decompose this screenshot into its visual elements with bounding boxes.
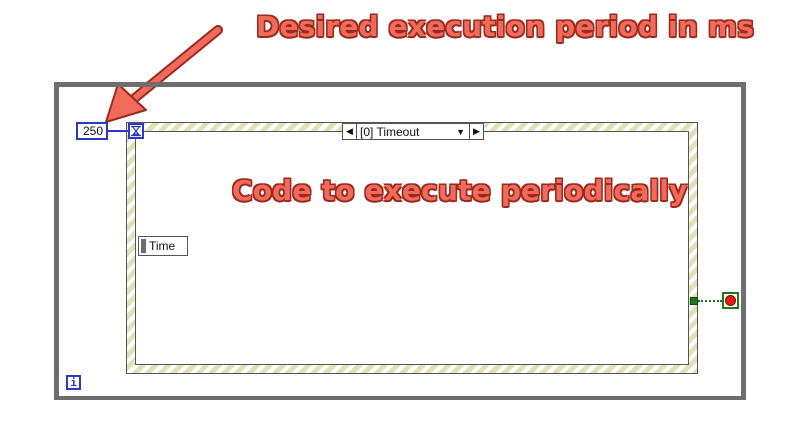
event-data-node[interactable]: Time — [138, 236, 188, 256]
left-triangle-icon[interactable]: ◀ — [343, 124, 357, 139]
stop-sign-icon — [726, 296, 735, 305]
hourglass-icon[interactable] — [128, 123, 144, 139]
callout-execution-period: Desired execution period in ms — [256, 10, 755, 43]
right-triangle-icon[interactable]: ▶ — [469, 124, 483, 139]
callout-arrow — [105, 25, 223, 123]
event-structure[interactable] — [126, 122, 698, 374]
callout-code-to-execute: Code to execute periodically — [232, 174, 688, 207]
iteration-terminal[interactable]: i — [66, 375, 81, 390]
event-data-label: Time — [149, 239, 176, 253]
stop-condition-icon[interactable] — [722, 292, 739, 309]
integer-wire[interactable] — [108, 130, 128, 132]
while-loop-frame[interactable] — [54, 82, 746, 400]
case-selector[interactable]: ◀ [0] Timeout ▼ ▶ — [342, 123, 484, 140]
dropdown-arrow-icon[interactable]: ▼ — [456, 126, 465, 137]
period-constant[interactable]: 250 — [76, 122, 108, 140]
node-resize-handle[interactable] — [141, 239, 146, 253]
case-selector-label: [0] Timeout — [360, 124, 420, 139]
boolean-wire[interactable] — [698, 300, 722, 302]
event-case-diagram[interactable] — [135, 131, 689, 365]
boolean-tunnel[interactable] — [690, 297, 698, 305]
